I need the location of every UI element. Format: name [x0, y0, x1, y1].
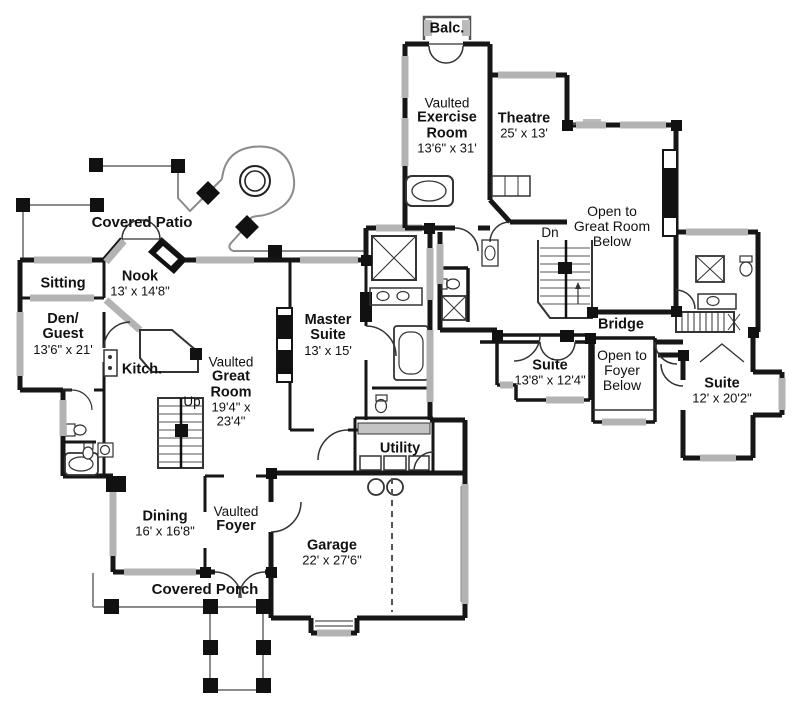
den-bathroom	[64, 423, 114, 476]
hall-bathroom	[440, 239, 499, 321]
fireplace-icon	[276, 292, 372, 383]
label-dn: Dn	[541, 224, 559, 240]
floor2-interior-walls	[440, 266, 678, 424]
spa-tub-icon	[405, 175, 454, 207]
balcony-outline	[422, 15, 472, 64]
kitchen-counters	[103, 297, 202, 377]
room-label-covered-patio: Covered Patio	[91, 214, 193, 232]
master-bathroom	[369, 235, 429, 414]
floor1-plan	[16, 145, 516, 693]
stairs-up-icon	[157, 397, 204, 469]
room-label-balcony: Balc.	[429, 20, 465, 37]
patio-outline	[22, 145, 368, 260]
utility-appliances	[357, 422, 431, 496]
room-label-covered-porch: Covered Porch	[151, 581, 259, 599]
floor1-windows	[16, 224, 469, 637]
hot-tub-icon	[239, 165, 271, 197]
floor2-wall-blocks	[492, 120, 759, 361]
floor1-doors	[63, 219, 434, 599]
patio-posts	[16, 158, 282, 259]
room-label-sitting: Sitting	[40, 275, 86, 292]
floor2-windows	[401, 56, 786, 462]
upper-fireplace-icon	[662, 149, 678, 237]
stairs-down-icon	[537, 240, 593, 342]
label-up: Up	[183, 393, 201, 409]
garage-details	[315, 478, 393, 627]
room-label-bridge: Bridge	[598, 316, 644, 333]
porch-posts	[104, 599, 271, 693]
room-label-utility: Utility	[379, 440, 421, 457]
floor2-doors	[454, 221, 696, 387]
closet-bifold-doors	[699, 343, 745, 363]
floor2-plan	[401, 15, 786, 462]
upper-bathroom	[675, 255, 753, 333]
room-label-kitchen: Kitch.	[121, 361, 163, 378]
nook-bay	[148, 239, 186, 274]
